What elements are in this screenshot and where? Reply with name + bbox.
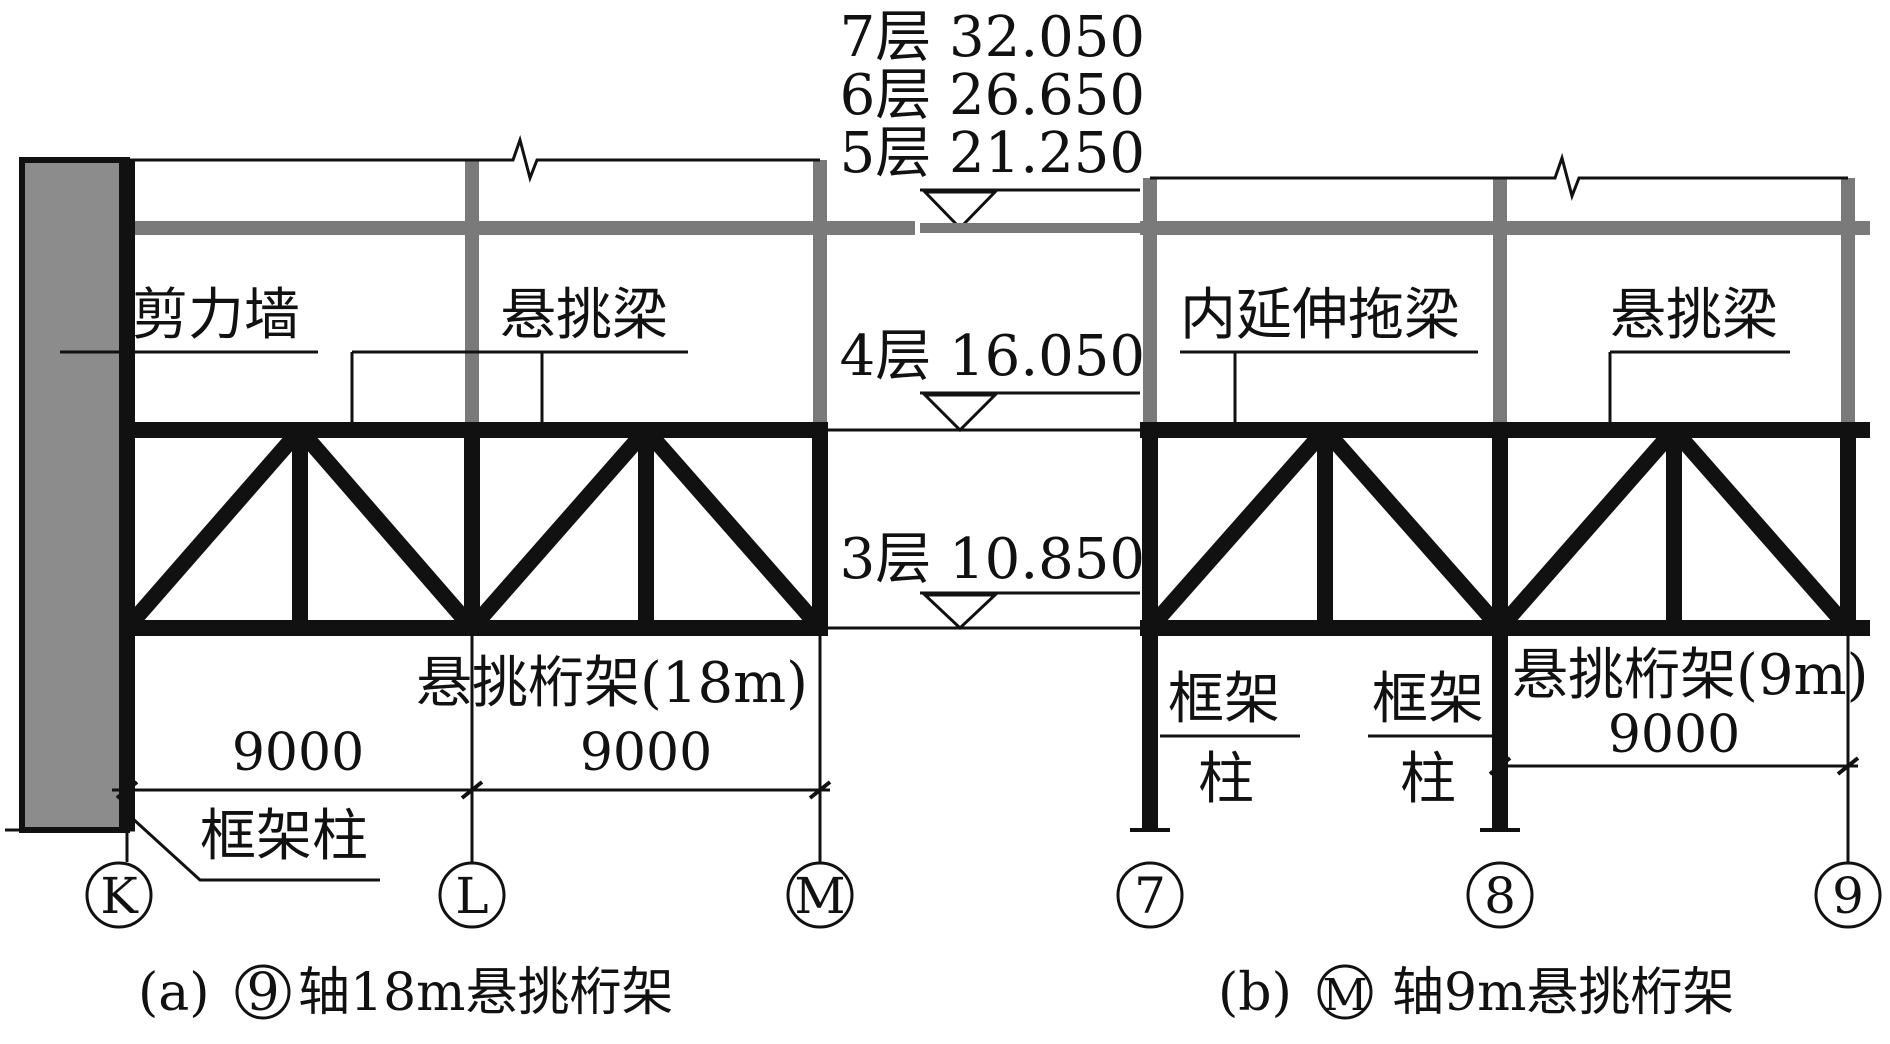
level-4-triangle <box>921 393 999 433</box>
dimension-label-a1: 9000 <box>232 723 364 783</box>
truss-diagonal <box>1144 424 1331 634</box>
axis-label-k: K <box>100 867 139 925</box>
truss-diagonal <box>120 424 307 634</box>
caption-a-text: 轴18m悬挑桁架 <box>298 963 673 1023</box>
axis-bubble-m <box>786 861 854 929</box>
axis-bubble-9 <box>1814 861 1882 929</box>
caption-b-text: 轴9m悬挑桁架 <box>1392 963 1734 1023</box>
shear-wall <box>19 157 130 833</box>
truss-diagonal <box>293 424 479 634</box>
label-frame-col-1-top: 框架 <box>1168 667 1280 732</box>
axis-label-8: 8 <box>1484 867 1516 925</box>
dim-tick <box>460 780 484 800</box>
level-3-triangle <box>921 593 999 631</box>
label-frame-col-1-bot: 柱 <box>1198 747 1254 812</box>
dim-tick <box>1836 756 1860 776</box>
truss-diagonal <box>1319 424 1506 634</box>
level-4: 4层 16.050 <box>840 324 1145 389</box>
axis-label-l: L <box>455 867 488 925</box>
label-frame-column-a: 框架柱 <box>200 804 368 869</box>
label-truss-a: 悬挑桁架(18m) <box>416 651 808 716</box>
dimension-label-a2: 9000 <box>580 723 712 783</box>
level-markers: 7层 32.050 6层 26.650 5层 21.250 4层 16.050 … <box>828 5 1150 631</box>
label-truss-b: 悬挑桁架(9m) <box>1512 643 1868 708</box>
truss-diagonal <box>639 424 827 634</box>
axis-bubble-k <box>85 861 153 929</box>
label-frame-col-2-top: 框架 <box>1372 667 1484 732</box>
caption-a: (a) 9 轴18m悬挑桁架 <box>138 963 673 1023</box>
axis-bubble-8 <box>1466 861 1534 929</box>
label-cantilever-beam-b: 悬挑梁 <box>1610 283 1778 348</box>
level-5-triangle <box>921 190 999 231</box>
caption-a-prefix: (a) <box>138 963 210 1023</box>
dim-tick <box>1488 756 1512 776</box>
dim-tick <box>115 780 139 800</box>
label-frame-col-2-bot: 柱 <box>1400 747 1456 812</box>
label-shear-wall: 剪力墙 <box>132 283 300 348</box>
diagram-b: 9000 内延伸拖梁 悬挑梁 框架 柱 框架 柱 悬挑桁架(9m) 7 8 9 <box>1116 152 1882 929</box>
caption-b: (b) M 轴9m悬挑桁架 <box>1218 963 1734 1023</box>
break-line-a <box>127 134 820 183</box>
caption-a-axis: 9 <box>246 963 279 1023</box>
level-6: 6层 26.650 <box>840 63 1145 128</box>
label-drag-beam: 内延伸拖梁 <box>1180 283 1460 348</box>
dimension-label-b: 9000 <box>1608 705 1740 765</box>
axis-bubble-l <box>438 861 506 929</box>
level-7: 7层 32.050 <box>840 5 1145 70</box>
dim-tick <box>808 780 832 800</box>
axis-label-7: 7 <box>1134 867 1166 925</box>
truss-diagonal <box>465 424 653 634</box>
caption-b-axis-bubble <box>1317 964 1373 1020</box>
break-line-b <box>1150 152 1848 201</box>
level-5: 5层 21.250 <box>840 121 1145 186</box>
axis-label-9: 9 <box>1832 867 1864 925</box>
label-cantilever-beam-a: 悬挑梁 <box>500 283 668 348</box>
leader-frame-column <box>130 816 380 882</box>
caption-b-axis: M <box>1322 970 1367 1021</box>
truss-diagonal <box>1667 424 1855 634</box>
axis-bubble-7 <box>1116 861 1184 929</box>
caption-a-axis-bubble <box>235 964 291 1020</box>
caption-b-prefix: (b) <box>1218 963 1292 1023</box>
level-3: 3层 10.850 <box>840 527 1145 592</box>
axis-label-m: M <box>794 867 845 925</box>
truss-diagonal <box>1493 424 1681 634</box>
diagram-a: 9000 9000 剪力墙 悬挑梁 悬挑桁架(18m) 框架柱 K L M <box>5 134 915 929</box>
